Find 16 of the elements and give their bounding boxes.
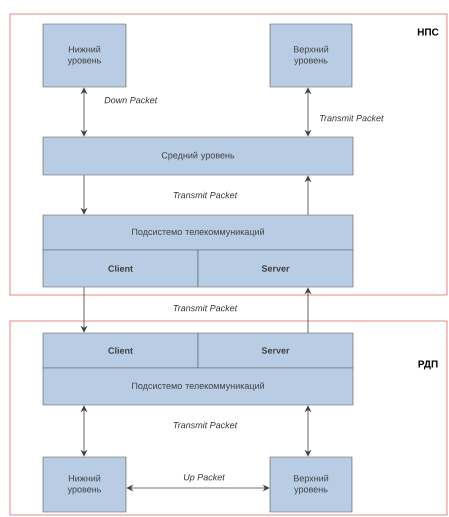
process-box: Server <box>198 332 354 368</box>
process-box: Верхний уровень <box>270 24 352 88</box>
process-box: Верхний уровень <box>270 456 352 512</box>
edge-label: Transmit Packet <box>320 114 384 122</box>
process-box: Нижний уровень <box>42 24 126 88</box>
process-box: Подсистемо телекоммуникаций <box>42 214 354 250</box>
process-box: Client <box>42 332 198 368</box>
process-box: Client <box>42 250 198 288</box>
process-box: Нижний уровень <box>42 456 126 512</box>
process-box: Server <box>198 250 354 288</box>
flow-label: Transmit Packet <box>172 420 238 430</box>
edge-label: Up Packet <box>184 474 226 482</box>
flow-label: Transmit Packet <box>172 190 238 200</box>
flow-label: Transmit Packet <box>172 304 238 312</box>
process-box: Средний уровень <box>42 136 354 176</box>
edge-label: Down Packet <box>104 96 158 104</box>
